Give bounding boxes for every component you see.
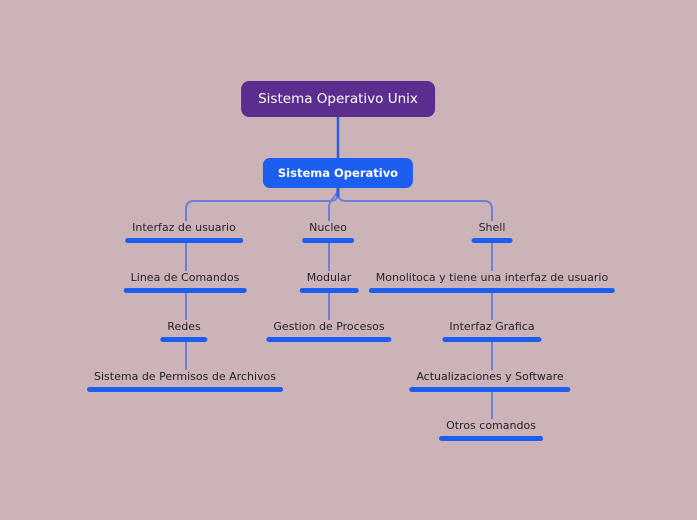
node-underline (471, 238, 513, 243)
node-modular[interactable]: Modular (299, 271, 359, 293)
node-monolitoca[interactable]: Monolitoca y tiene una interfaz de usuar… (368, 271, 616, 293)
node-underline (160, 337, 208, 342)
node-underline (299, 288, 359, 293)
node-underline (302, 238, 354, 243)
main-node-label: Sistema Operativo (277, 166, 399, 180)
node-otros-comandos[interactable]: Otros comandos (439, 419, 543, 441)
node-nucleo[interactable]: Nucleo (302, 221, 354, 243)
node-linea-de-comandos[interactable]: Linea de Comandos (123, 271, 247, 293)
node-underline (439, 436, 543, 441)
node-interfaz-de-usuario[interactable]: Interfaz de usuario (125, 221, 243, 243)
node-actualizaciones-y-software[interactable]: Actualizaciones y Software (409, 370, 571, 392)
node-gestion-de-procesos[interactable]: Gestion de Procesos (266, 320, 392, 342)
node-underline (409, 387, 571, 392)
node-label: Modular (306, 271, 352, 284)
node-underline (87, 387, 283, 392)
node-underline (442, 337, 542, 342)
node-sistema-operativo-unix[interactable]: Sistema Operativo Unix (241, 81, 435, 117)
node-underline (266, 337, 392, 342)
node-label: Redes (167, 320, 201, 333)
node-label: Monolitoca y tiene una interfaz de usuar… (375, 271, 609, 284)
node-label: Interfaz de usuario (132, 221, 236, 234)
node-sistema-de-permisos-de-archivos[interactable]: Sistema de Permisos de Archivos (87, 370, 283, 392)
node-interfaz-grafica[interactable]: Interfaz Grafica (442, 320, 542, 342)
root-node-label: Sistema Operativo Unix (258, 91, 418, 107)
node-sistema-operativo[interactable]: Sistema Operativo (262, 158, 414, 188)
node-underline (368, 288, 616, 293)
node-label: Nucleo (309, 221, 347, 234)
node-label: Actualizaciones y Software (416, 370, 564, 383)
node-label: Otros comandos (446, 419, 536, 432)
node-label: Shell (478, 221, 506, 234)
node-underline (125, 238, 243, 243)
node-redes[interactable]: Redes (160, 320, 208, 342)
node-underline (123, 288, 247, 293)
node-label: Sistema de Permisos de Archivos (94, 370, 276, 383)
node-label: Gestion de Procesos (273, 320, 385, 333)
node-label: Linea de Comandos (130, 271, 240, 284)
edge-main-interfaz (185, 187, 339, 221)
node-label: Interfaz Grafica (449, 320, 535, 333)
node-shell[interactable]: Shell (471, 221, 513, 243)
edge-main-shell (337, 187, 493, 221)
